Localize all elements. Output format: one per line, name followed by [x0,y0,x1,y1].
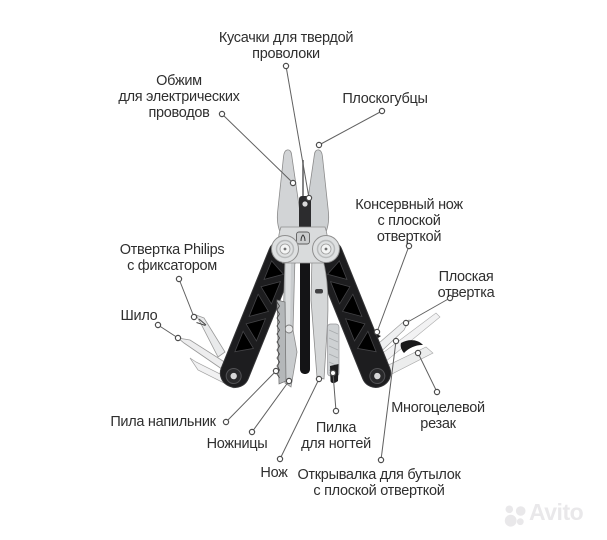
right-handle [313,239,392,388]
left-handle [219,239,298,388]
label-phillips-screwdriver: Отвертка Philips с фиксатором [119,242,225,274]
label-flat-screwdriver: Плоская отвертка [437,269,495,301]
pivot-screws [271,235,340,263]
connector-can-opener [376,245,410,333]
label-scissors: Ножницы [206,436,268,452]
connector-bottle-opener [380,340,397,461]
label-pliers: Плоскогубцы [342,91,428,107]
label-multipurpose-cutter: Многоцелевой резак [391,400,485,432]
label-bottle-opener: Открывалка для бутылок с плоской отвертк… [297,467,461,499]
connector-awl [157,324,179,339]
connector-knife [279,378,320,460]
label-can-opener: Консервный нож с плоской отверткой [355,197,463,245]
label-saw-file: Пила напильник [110,414,216,430]
connector-nail-file [332,372,337,412]
label-wire-cutters: Кусачки для твердой проволоки [218,30,354,62]
connector-flat-screwdriver [405,297,451,324]
left-jaw [276,149,303,235]
connector-wire-cutters [285,65,310,199]
label-nail-file: Пилка для ногтей [301,420,371,452]
connector-saw-file [225,370,277,423]
connector-scissors [251,380,290,433]
connector-dots [154,62,454,464]
connector-pliers [318,110,383,146]
driver-strip-tool [300,250,310,374]
knife-blade-tool [310,255,329,380]
connector-phillips [178,278,195,318]
connector-crimper [221,113,294,184]
label-awl: Шило [120,308,158,324]
phillips-bit-tool [195,314,226,358]
brand-plate [296,231,310,245]
connector-lines [157,65,451,461]
connector-cutter [417,352,438,393]
scissors-tool [282,255,298,388]
avito-watermark: Avito [490,496,584,528]
label-crimper: Обжим для электрических проводов [118,73,240,121]
watermark-text: Avito [529,498,584,525]
label-knife: Нож [260,465,288,481]
avito-logo-icon [504,505,526,527]
